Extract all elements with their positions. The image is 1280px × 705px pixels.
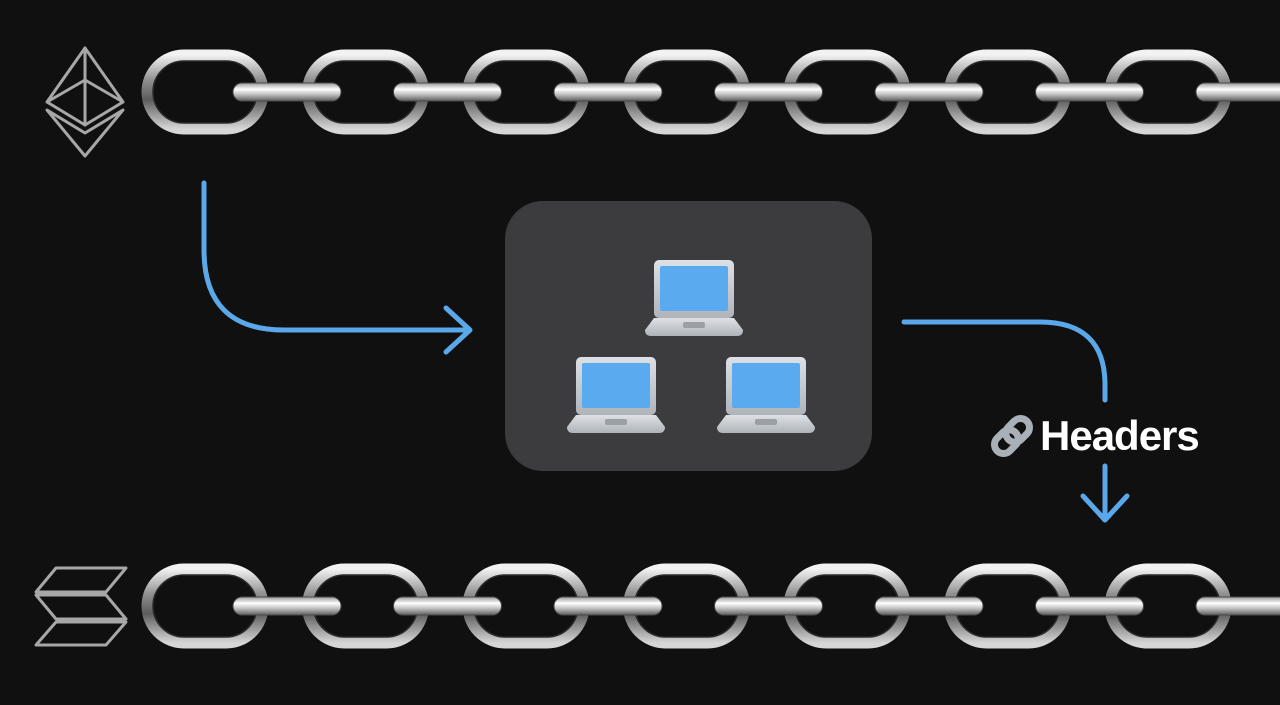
chain-bar (553, 596, 663, 616)
chain-bar (393, 82, 502, 102)
chain-bar (714, 596, 823, 616)
chain-bar (874, 82, 984, 102)
chain-bar (393, 596, 502, 616)
chain-bar (1195, 82, 1280, 102)
chain-bar (1035, 596, 1144, 616)
ethereum-logo-icon (45, 46, 125, 158)
chain-bar (714, 82, 823, 102)
link-icon (991, 415, 1033, 457)
arrow-relay-to-destination (901, 319, 1130, 523)
chain-bar (1195, 596, 1280, 616)
laptop-icon (567, 357, 665, 433)
solana-logo-icon (34, 566, 128, 647)
chain-bar (232, 596, 342, 616)
headers-label: Headers (1040, 412, 1199, 459)
laptop-icon (717, 357, 815, 433)
chain-bar (553, 82, 663, 102)
laptop-icon (645, 260, 743, 336)
chain-bar (874, 596, 984, 616)
chain-bar (232, 82, 342, 102)
destination-chain (141, 563, 1280, 649)
arrow-source-to-relay (201, 180, 473, 355)
chain-bar (1035, 82, 1144, 102)
source-chain (141, 49, 1280, 135)
